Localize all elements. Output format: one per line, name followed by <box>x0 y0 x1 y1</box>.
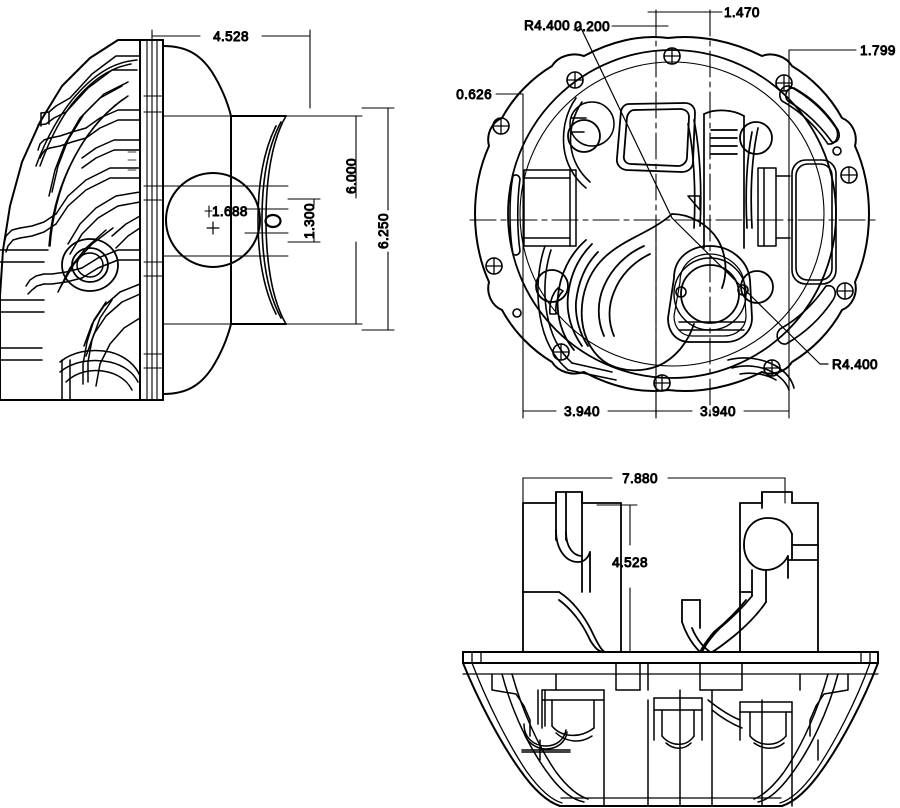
side-view-pinion-bore <box>165 172 261 268</box>
bottom-view-drain-boss <box>521 689 571 753</box>
dim-label-3940-right: 3.940 <box>700 404 736 419</box>
bottom-view-right-web <box>753 673 849 803</box>
dim-3940-left: 3.940 <box>522 229 657 420</box>
dim-3940-right: 3.940 <box>655 229 790 420</box>
side-view-extension-lines <box>162 115 289 325</box>
bolt-hole <box>566 71 584 89</box>
dim-label-r4400-top: R4.400 <box>524 18 570 33</box>
dim-label-6250: 6.250 <box>376 213 391 249</box>
side-view-outer-profile <box>0 39 164 401</box>
side-view-side-boss <box>61 238 119 292</box>
bottom-view-left-web <box>491 673 605 807</box>
bottom-view-left-tower <box>522 491 622 653</box>
dim-6000: 6.000 <box>287 115 363 325</box>
front-view-lower-left-detail <box>537 245 617 381</box>
bottom-view-right-tower <box>681 491 819 653</box>
bolt-hole <box>836 282 854 300</box>
dim-4528-bottom: 4.528 <box>596 504 648 653</box>
dim-label-1300: 1.300 <box>302 203 317 239</box>
bolt-hole <box>663 47 681 65</box>
dim-label-1688: 1.688 <box>212 204 248 219</box>
front-view-arc-slots <box>509 85 840 345</box>
dim-1470: 1.470 <box>647 5 760 21</box>
front-view-notch-marker <box>687 195 701 211</box>
dim-label-0200: 0.200 <box>574 19 610 34</box>
front-view-inner-bosses <box>535 119 774 304</box>
dim-label-1470: 1.470 <box>724 5 760 20</box>
small-pin-hole <box>512 308 522 318</box>
dim-label-4528-bottom: 4.528 <box>612 555 648 570</box>
side-view-internal-ribs <box>0 55 141 401</box>
dim-1300: 1.300 <box>287 198 321 243</box>
dim-0626: 0.626 <box>456 87 524 251</box>
front-view-center-web <box>687 109 759 249</box>
dim-label-r4400-bottom: R4.400 <box>832 357 878 372</box>
front-view-top-cavity <box>615 102 696 173</box>
dim-0200: 0.200 <box>574 19 669 35</box>
bolt-hole <box>840 166 858 184</box>
dim-label-4528-side: 4.528 <box>213 29 249 44</box>
front-view-lower-right-detail <box>727 357 795 391</box>
side-view-flange-lines <box>143 39 164 401</box>
side-view-detail-lines <box>127 99 141 365</box>
small-pin-hole <box>832 146 842 156</box>
front-view-gear-profile <box>556 213 727 372</box>
bolt-hole <box>653 374 671 392</box>
front-circular-view <box>474 35 870 393</box>
dim-4528-side: 4.528 <box>151 29 311 109</box>
bottom-elevation-view <box>462 491 879 807</box>
side-view-bolt-hole <box>264 213 282 229</box>
side-view-bell-housing <box>162 45 287 395</box>
dim-label-7880: 7.880 <box>622 471 658 486</box>
dim-label-1799: 1.799 <box>860 43 896 58</box>
bottom-view-base-pan <box>462 651 879 807</box>
front-view-upper-left-rib <box>562 97 615 189</box>
bottom-view-center-bosses <box>615 662 793 807</box>
front-view-outer-flange <box>474 35 870 393</box>
dim-label-3940-left: 3.940 <box>564 404 600 419</box>
bolt-hole <box>485 257 503 275</box>
bolt-hole <box>492 117 510 135</box>
dim-label-6000: 6.000 <box>344 158 359 194</box>
dim-r4400-top: R4.400 <box>524 18 673 219</box>
dim-1688: 1.688 <box>204 204 248 220</box>
dim-label-0626: 0.626 <box>456 87 492 102</box>
side-view-center-cross <box>206 221 220 235</box>
dim-7880: 7.880 <box>522 471 786 504</box>
side-section-view <box>0 39 289 401</box>
dim-1799: 1.799 <box>788 43 896 231</box>
dim-6250: 6.250 <box>361 107 395 331</box>
front-view-bolt-holes <box>485 47 858 392</box>
dim-r4400-bottom: R4.400 <box>671 217 878 373</box>
side-view-boss-lines <box>244 208 289 234</box>
